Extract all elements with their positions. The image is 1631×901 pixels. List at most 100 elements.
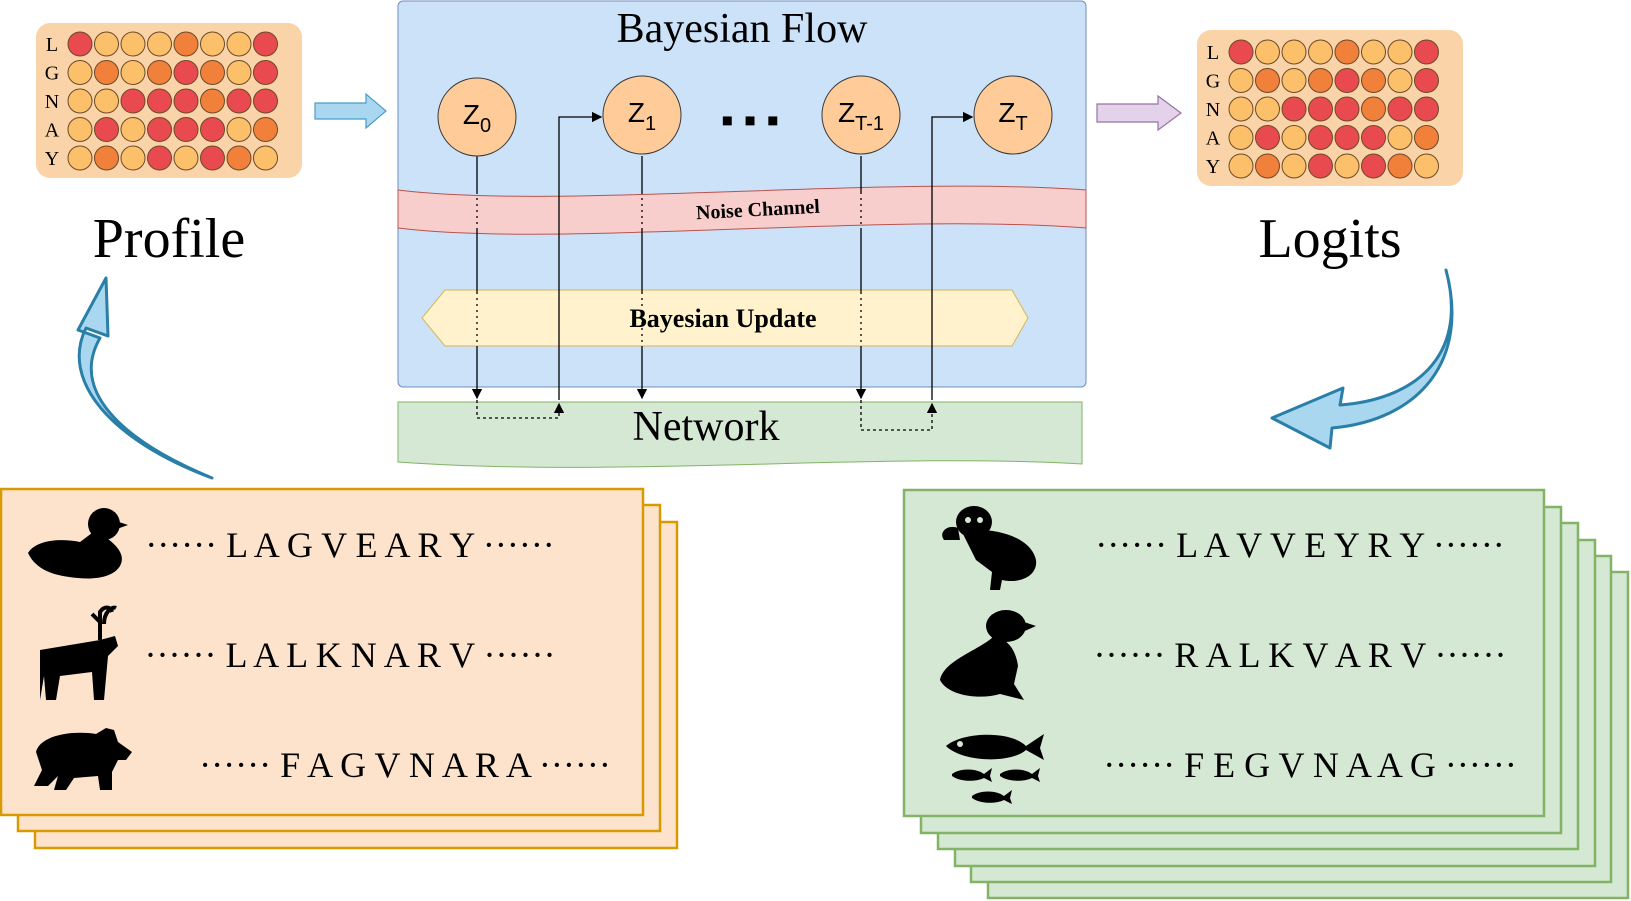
- logits-cell: [1255, 39, 1280, 65]
- duck-icon: [28, 508, 128, 579]
- profile-cell: [147, 31, 172, 57]
- profile-cell: [94, 31, 119, 57]
- logits-cell: [1308, 39, 1333, 65]
- z-node-1: Z1: [602, 75, 682, 155]
- source-sequence-1: ······ L A G V E A R Y ······: [145, 525, 555, 565]
- logits-cell: [1334, 153, 1360, 179]
- svg-text:Z1: Z1: [628, 97, 656, 135]
- fish-icon: [946, 734, 1044, 804]
- logits-cell: [1361, 153, 1386, 179]
- profile-cell: [147, 117, 172, 142]
- logits-cell: [1228, 39, 1254, 65]
- logits-cell: [1281, 96, 1307, 122]
- logits-cell: [1414, 68, 1439, 93]
- logits-row-letter: N: [1206, 99, 1220, 121]
- logits-cell: [1414, 153, 1439, 179]
- profile-cell: [226, 117, 252, 142]
- logits-cell: [1387, 153, 1413, 179]
- logits-cell: [1308, 153, 1333, 179]
- z-node-t-minus-1: ZT-1: [821, 75, 901, 155]
- profile-cell: [94, 117, 119, 142]
- profile-cell: [120, 60, 146, 85]
- profile-cell: [253, 31, 278, 57]
- logits-cell: [1281, 39, 1307, 65]
- logits-row-letter: A: [1206, 128, 1221, 150]
- profile-cell: [147, 60, 172, 85]
- logits-cell: [1361, 96, 1386, 122]
- logits-cell: [1228, 153, 1254, 179]
- logits-row-letter: Y: [1206, 156, 1220, 178]
- logits-cell: [1387, 39, 1413, 65]
- node-ellipsis: ▪ ▪ ▪: [721, 99, 779, 140]
- logits-cell: [1255, 125, 1280, 150]
- logits-cell: [1414, 125, 1439, 150]
- bayesian-update-label: Bayesian Update: [629, 304, 816, 333]
- target-sequence-2: ······ R A L K V A R V ······: [1094, 635, 1507, 675]
- profile-cell: [94, 88, 119, 114]
- profile-cell: [253, 117, 278, 142]
- deer-icon: [40, 605, 118, 700]
- logits-label: Logits: [1258, 208, 1401, 270]
- logits-cell: [1281, 125, 1307, 150]
- profile-cell: [67, 60, 93, 85]
- logits-cell: [1387, 125, 1413, 150]
- logits-cell: [1414, 96, 1439, 122]
- network-label: Network: [633, 404, 780, 450]
- profile-label: Profile: [93, 208, 245, 270]
- profile-cell: [200, 145, 225, 171]
- logits-cell: [1361, 39, 1386, 65]
- right-arrow-icon-purple: [1096, 94, 1183, 132]
- logits-cell: [1255, 96, 1280, 122]
- profile-cell: [173, 88, 199, 114]
- bayesian-flow-title: Bayesian Flow: [617, 6, 868, 52]
- profile-cell: [226, 60, 252, 85]
- flow-connectors: [471, 111, 974, 431]
- profile-cell: [67, 88, 93, 114]
- profile-row-letter: G: [45, 63, 59, 85]
- logits-cell: [1414, 39, 1439, 65]
- profile-cell: [226, 145, 252, 171]
- logits-cell: [1334, 125, 1360, 150]
- profile-row-letter: N: [45, 91, 59, 113]
- seal-icon: [940, 610, 1036, 700]
- logits-cell: [1228, 125, 1254, 150]
- profile-cell: [120, 88, 146, 114]
- profile-cell: [120, 117, 146, 142]
- profile-row-letter: A: [45, 120, 60, 142]
- logits-cell: [1334, 68, 1360, 93]
- source-sequence-2: ······ L A L K N A R V ······: [145, 635, 556, 675]
- curved-up-arrow-icon: [76, 276, 214, 480]
- logits-cell: [1308, 125, 1333, 150]
- profile-cell: [200, 31, 225, 57]
- profile-cell: [67, 117, 93, 142]
- profile-cell: [173, 145, 199, 171]
- noise-channel-band: [397, 185, 1087, 235]
- curved-down-arrow-icon: [1270, 268, 1454, 450]
- profile-cell: [120, 31, 146, 57]
- logits-cell: [1281, 153, 1307, 179]
- logits-cell: [1387, 96, 1413, 122]
- profile-cell: [173, 117, 199, 142]
- profile-cell: [147, 145, 172, 171]
- logits-cell: [1334, 39, 1360, 65]
- logits-cell: [1334, 96, 1360, 122]
- profile-cell: [200, 88, 225, 114]
- logits-cell: [1281, 68, 1307, 93]
- svg-text:Z0: Z0: [463, 99, 491, 137]
- profile-row-letter: L: [46, 34, 58, 56]
- network-band: [397, 401, 1083, 468]
- profile-cell: [67, 145, 93, 171]
- profile-cell: [253, 88, 278, 114]
- logits-cell: [1255, 153, 1280, 179]
- logits-cell: [1361, 68, 1386, 93]
- profile-cell: [173, 31, 199, 57]
- logits-cell: [1308, 96, 1333, 122]
- svg-text:ZT-1: ZT-1: [838, 97, 884, 135]
- profile-cell: [226, 31, 252, 57]
- target-sequence-1: ······ L A V V E Y R Y ······: [1095, 525, 1505, 565]
- logits-row-letter: G: [1206, 71, 1220, 93]
- profile-cell: [253, 60, 278, 85]
